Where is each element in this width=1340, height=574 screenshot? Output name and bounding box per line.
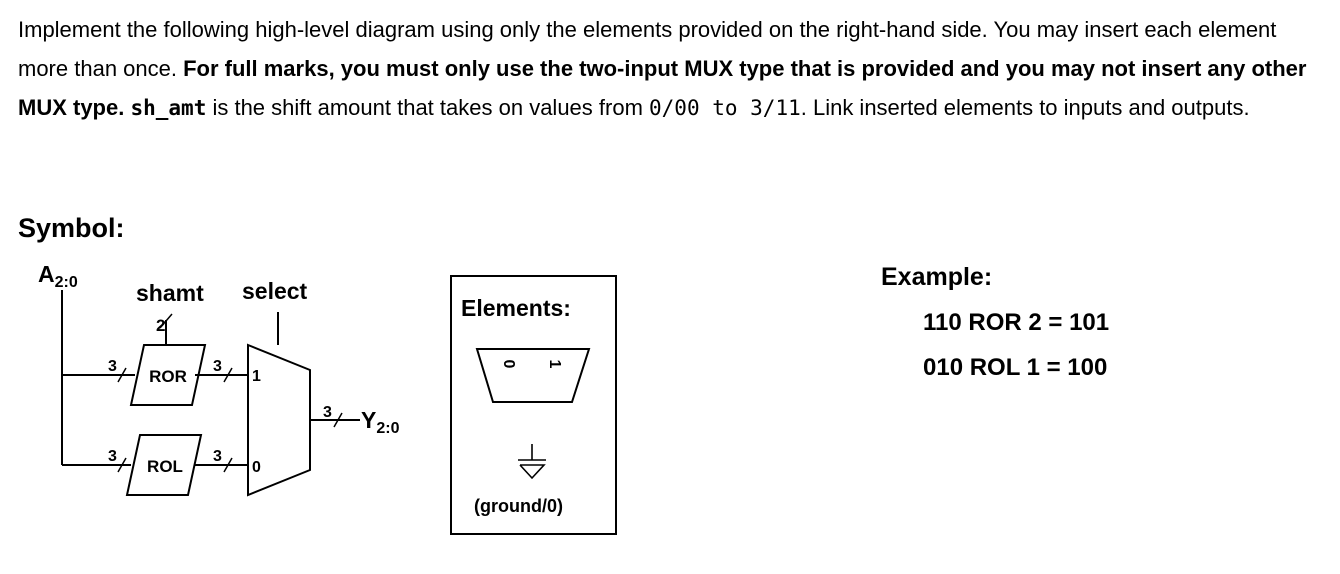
- elements-mux-input-1: 1: [546, 360, 563, 369]
- ground-icon: [518, 444, 546, 480]
- output-y-label: Y2:0: [361, 407, 400, 437]
- shamt-label: shamt: [136, 280, 204, 306]
- width-label-shamt: 2: [156, 316, 165, 335]
- elements-mux: [475, 348, 591, 403]
- symbol-mux: [247, 343, 311, 497]
- rol-block: [125, 434, 203, 496]
- width-label-a-ror: 3: [108, 358, 117, 375]
- instructions-text-1: Implement the following high-level diagr…: [18, 17, 1277, 81]
- width-label-ror-mux: 3: [213, 358, 222, 375]
- elements-mux-input-0: 0: [500, 360, 517, 369]
- width-label-rol-mux: 3: [213, 448, 222, 465]
- elements-box: [450, 275, 617, 535]
- ror-label: ROR: [149, 367, 187, 386]
- sh-amt-code: sh_amt: [130, 96, 207, 120]
- instructions-text-6: . Link inserted elements to inputs and o…: [800, 95, 1250, 120]
- symbol-wires: [61, 290, 360, 466]
- bus-width-slashes: [117, 313, 343, 473]
- elements-heading: Elements:: [461, 295, 571, 321]
- symbol-heading: Symbol:: [18, 213, 125, 243]
- mux-input-1-label: 1: [252, 368, 261, 385]
- range-code: 0/00 to 3/11: [649, 96, 801, 120]
- example-line-1: 110 ROR 2 = 101: [923, 309, 1109, 336]
- width-label-output: 3: [323, 404, 332, 421]
- select-label: select: [242, 278, 308, 304]
- instructions-text-4: is the shift amount that takes on values…: [206, 95, 650, 120]
- rol-label: ROL: [147, 457, 183, 476]
- instructions-paragraph: Implement the following high-level diagr…: [18, 10, 1318, 128]
- ground-label: (ground/0): [474, 496, 563, 516]
- mux-input-0-label: 0: [252, 459, 261, 476]
- instructions-text-2: For full marks, you must only use the tw…: [18, 56, 1307, 120]
- input-a-label: A2:0: [38, 261, 78, 291]
- ror-block: [129, 344, 207, 406]
- width-label-a-rol: 3: [108, 448, 117, 465]
- example-heading: Example:: [881, 263, 992, 291]
- example-line-2: 010 ROL 1 = 100: [923, 354, 1107, 381]
